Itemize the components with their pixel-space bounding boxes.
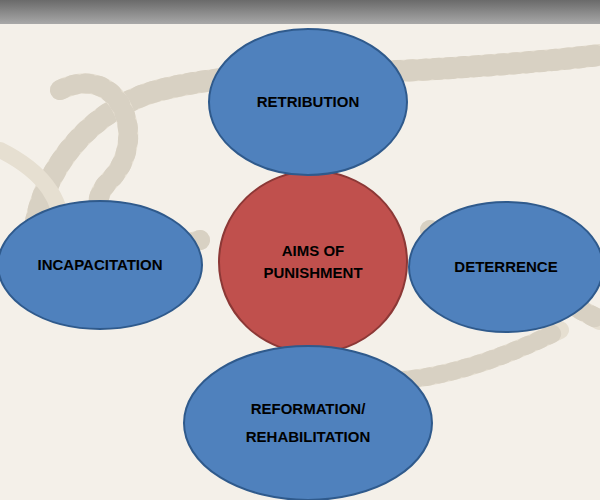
node-label: DETERRENCE [454, 257, 557, 277]
node-label: RETRIBUTION [257, 92, 360, 112]
aim-ellipse: REFORMATION/ REHABILITATION [183, 345, 433, 500]
central-circle: AIMS OF PUNISHMENT [218, 170, 408, 354]
node-label: REFORMATION/ REHABILITATION [231, 395, 386, 452]
text-group: REFORMATION/ REHABILITATION [231, 395, 386, 452]
text-group: INCAPACITATION [38, 255, 163, 275]
node-label: AIMS OF PUNISHMENT [253, 240, 373, 285]
text-group: AIMS OF PUNISHMENT [253, 240, 373, 285]
text-group: RETRIBUTION [257, 92, 360, 112]
ellipse-outline [183, 345, 433, 500]
ellipse-outline [218, 170, 408, 354]
aim-ellipse: RETRIBUTION [208, 28, 408, 176]
node-label: INCAPACITATION [38, 255, 163, 275]
aim-ellipse: DETERRENCE [408, 201, 600, 333]
aim-ellipse: INCAPACITATION [0, 200, 203, 330]
text-group: DETERRENCE [454, 257, 557, 277]
